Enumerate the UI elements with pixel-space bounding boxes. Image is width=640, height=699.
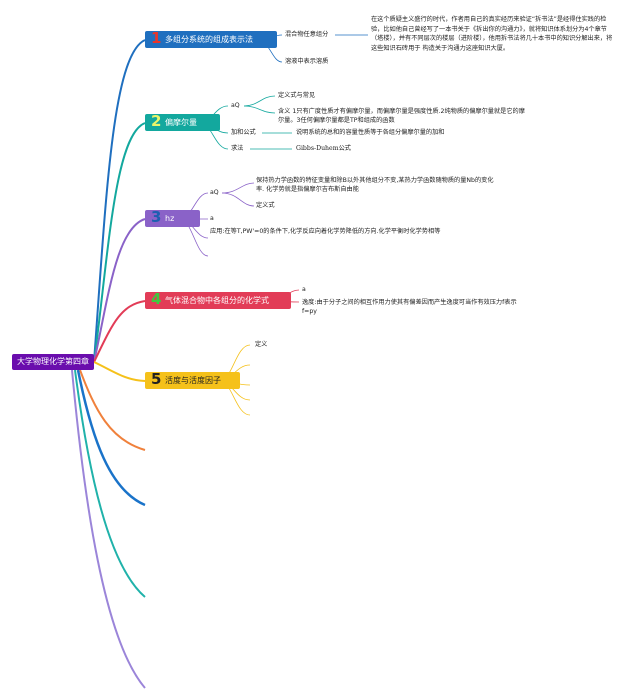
node-gibbs-duhem[interactable]: Gibbs-Duhem公式	[296, 145, 351, 152]
node-mixture-any-component[interactable]: 混合物任意组分	[285, 31, 329, 38]
topic-label: 偏摩尔量	[165, 118, 197, 127]
note-text: 在这个质疑主义盛行的时代，作者用自己的真实经历来验证“拆书法”是经得住实践的检验…	[371, 16, 613, 52]
topic-number: 2	[151, 112, 162, 130]
node-additive-formula[interactable]: 加和公式	[231, 129, 256, 136]
topic-label: 活度与活度因子	[165, 376, 221, 385]
topic-label: hz	[165, 214, 175, 223]
node-definition[interactable]: 定义	[255, 341, 268, 348]
node-definition[interactable]: 定义式与常见	[278, 92, 316, 99]
topic-1-node[interactable]: 1 多组分系统的组成表示法	[145, 29, 277, 48]
node-meaning[interactable]: 含义 1只有广度性质才有偏摩尔量，而偏摩尔量是强度性质.2纯物质的偏摩尔量就是它…	[278, 108, 525, 124]
node-application[interactable]: 应用:在等T,PW'=0的条件下,化学反应向着化学势降低的方向.化学平衡时化学势…	[210, 228, 441, 235]
topic-number: 3	[151, 208, 162, 226]
node-definition[interactable]: 定义式	[256, 202, 275, 209]
topic-3-node[interactable]: 3 hz	[145, 208, 200, 227]
topic-2-node[interactable]: 2 偏摩尔量	[145, 112, 220, 131]
topic-4-node[interactable]: 4 气体混合物中各组分的化学式	[145, 290, 291, 309]
node-a[interactable]: a	[302, 286, 306, 293]
node-solution-solute[interactable]: 溶液中表示溶质	[285, 58, 329, 65]
node-fugacity-formula[interactable]: f=py	[302, 308, 317, 315]
root-node[interactable]: 大学物理化学第四章	[12, 354, 94, 370]
topic-number: 1	[151, 29, 162, 47]
node-fugacity-desc[interactable]: 逸度:由于分子之间的相互作用力使其有偏差因而产生逸度可当作有效压力f表示	[302, 299, 517, 306]
topic-label: 气体混合物中各组分的化学式	[165, 296, 269, 305]
topic-label: 多组分系统的组成表示法	[165, 35, 253, 44]
node-method[interactable]: 求法	[231, 145, 244, 152]
node-additive-desc[interactable]: 说明系统的总和的容量性质等于各组分偏摩尔量的加和	[296, 129, 445, 136]
node-aq[interactable]: aQ	[231, 102, 240, 109]
node-chemical-potential-desc[interactable]: 保持热力学函数的特征变量和除B以外其他组分不变,某热力学函数随物质的量Nb的变化…	[256, 177, 494, 193]
topic-number: 4	[151, 290, 162, 308]
node-a[interactable]: a	[210, 215, 214, 222]
topic-number: 5	[151, 370, 162, 388]
topic-5-node[interactable]: 5 活度与活度因子	[145, 370, 240, 389]
node-aq[interactable]: aQ	[210, 189, 219, 196]
